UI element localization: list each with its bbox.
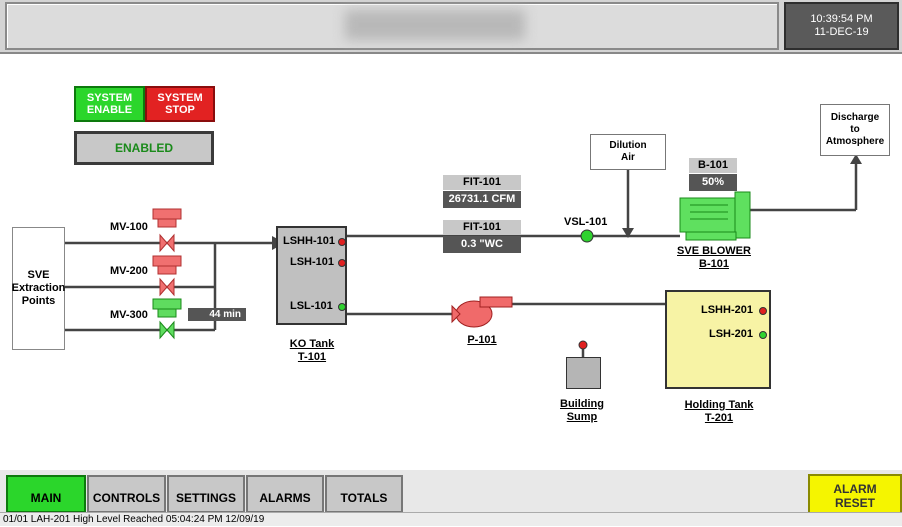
ko-lshh-label: LSHH-101 (283, 235, 335, 247)
vsl-label[interactable]: VSL-101 (564, 216, 608, 228)
vsl-101-indicator (580, 229, 594, 243)
sump-level-indicator (578, 340, 588, 350)
mv100-label[interactable]: MV-100 (110, 221, 148, 233)
building-sump (566, 357, 601, 389)
tab-controls[interactable]: CONTROLS (87, 475, 166, 513)
tab-alarms[interactable]: ALARMS (246, 475, 324, 513)
ko-tank[interactable]: LSHH-101 LSH-101 LSL-101 (276, 226, 347, 325)
tab-settings[interactable]: SETTINGS (167, 475, 245, 513)
hold-lsh-label: LSH-201 (709, 328, 754, 340)
valve-mv200-icon (152, 255, 182, 297)
ko-lsh-label: LSH-101 (290, 256, 335, 268)
blower-speed[interactable]: 50% (689, 174, 737, 191)
mv300-timer: 44 min (188, 308, 246, 321)
clock-date: 11-DEC-19 (814, 26, 869, 38)
fit1-value: 26731.1 CFM (443, 191, 521, 208)
system-status-indicator: ENABLED (74, 131, 214, 165)
clock-time: 10:39:54 PM (810, 13, 873, 25)
hold-lsh-indicator (759, 331, 767, 339)
sve-blower-icon (679, 191, 751, 241)
fit2-tag: FIT-101 (443, 220, 521, 235)
mv200-label[interactable]: MV-200 (110, 265, 148, 277)
fit2-value: 0.3 "WC (443, 236, 521, 253)
clock: 10:39:54 PM 11-DEC-19 (784, 2, 899, 50)
ko-lsl-indicator (338, 303, 346, 311)
ko-lshh-indicator (338, 238, 346, 246)
fit1-tag: FIT-101 (443, 175, 521, 190)
holding-tank[interactable]: LSHH-201 LSH-201 (665, 290, 771, 389)
tab-main[interactable]: MAIN (6, 475, 86, 513)
valve-mv100-icon (152, 208, 182, 253)
valve-mv300-icon (152, 298, 182, 340)
hold-lshh-indicator (759, 307, 767, 315)
ko-lsh-indicator (338, 259, 346, 267)
ko-lsl-label: LSL-101 (290, 300, 333, 312)
pump-p101-icon (451, 296, 513, 328)
tab-totals[interactable]: TOTALS (325, 475, 403, 513)
alarm-status-bar: 01/01 LAH-201 High Level Reached 05:04:2… (0, 512, 902, 526)
pump-caption[interactable]: P-101 (467, 334, 497, 346)
mv300-label[interactable]: MV-300 (110, 309, 148, 321)
blower-tag: B-101 (689, 158, 737, 173)
hold-lshh-label: LSHH-201 (701, 304, 753, 316)
title-redacted (345, 10, 525, 40)
